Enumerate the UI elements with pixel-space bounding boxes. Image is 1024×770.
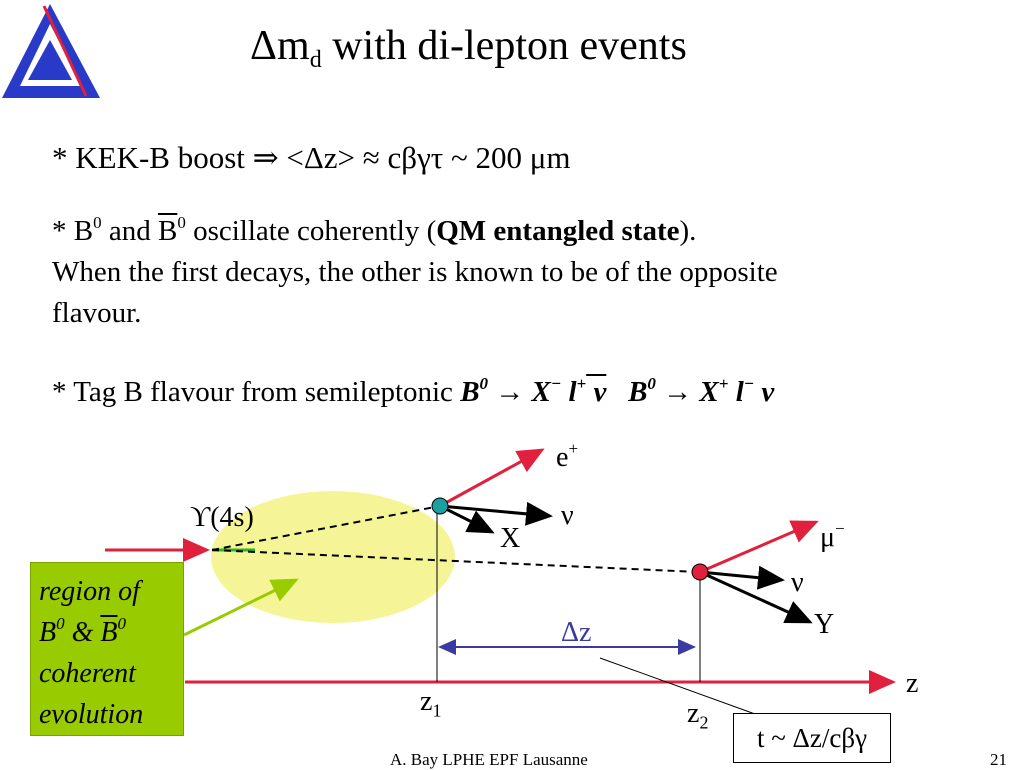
z-axis-label: z — [906, 668, 919, 699]
bullet2-text-d: ). — [679, 215, 697, 247]
y-label: Y — [814, 609, 835, 640]
formula-pointer — [599, 657, 756, 715]
decay2-nu: ν — [754, 376, 775, 408]
region-sup1: 0 — [56, 614, 65, 633]
e-plus-track — [439, 448, 545, 508]
decay2-l: l — [728, 376, 744, 408]
decay1-b: B — [460, 376, 480, 408]
title-delta-m: Δm — [250, 23, 310, 69]
decay2-xsup: + — [718, 374, 729, 393]
title-subscript: d — [309, 47, 322, 73]
b1-decay-vertex — [431, 497, 449, 515]
coherent-region-box: region of B0 & B0 coherent evolution — [30, 562, 184, 736]
bullet-boost: * KEK-B boost ⇒ <Δz> ≈ cβγτ ~ 200 μm — [52, 140, 571, 175]
upsilon-label: ϒ(4s) — [190, 502, 254, 533]
decay2-b: B — [628, 376, 648, 408]
z2-sub: 2 — [699, 712, 709, 733]
region-pointer-arrow — [183, 578, 299, 637]
bullet3-text: * Tag B flavour from semileptonic — [52, 376, 461, 408]
delta-z-label: Δz — [561, 617, 592, 648]
x-label: X — [500, 523, 521, 554]
z1-text: z — [420, 686, 433, 717]
text-line-first-decays: When the first decays, the other is know… — [52, 256, 778, 288]
decay1-sup: 0 — [479, 374, 489, 393]
region-amp: & — [64, 617, 101, 648]
decay1-rest: → X — [488, 376, 551, 408]
region-line-3: coherent — [39, 658, 136, 689]
nu2-track — [699, 565, 785, 590]
dashed-path-b1 — [211, 505, 441, 551]
bullet2-bold: QM entangled state — [436, 215, 680, 247]
bullet2-text-c: oscillate coherently ( — [185, 215, 437, 247]
decay1-xsup: − — [550, 374, 562, 393]
x-track — [439, 504, 495, 534]
region-bbar: B — [100, 617, 118, 648]
footer-text: A. Bay LPHE EPF Lausanne — [390, 750, 588, 769]
bullet2-sup2: 0 — [177, 213, 186, 232]
e-plus-label: e+ — [556, 439, 579, 474]
dashed-path-b2 — [211, 549, 699, 573]
nu1-label: ν — [561, 500, 574, 531]
decay2-sup: 0 — [647, 374, 656, 393]
page-title: Δmd with di-lepton events — [250, 22, 687, 74]
bullet2-bbar: B — [157, 215, 178, 247]
text-line-flavour: flavour. — [52, 297, 142, 329]
region-sup2: 0 — [117, 614, 127, 633]
z2-text: z — [687, 698, 700, 729]
z1-sub: 1 — [432, 700, 442, 721]
mu-minus-label: μ− — [820, 519, 845, 554]
lphe-logo — [2, 4, 100, 98]
z2-label: z2 — [687, 698, 708, 734]
region-line-2: B0 & B0 — [39, 612, 175, 653]
nu1-track — [439, 501, 553, 526]
z1-label: z1 — [420, 686, 441, 722]
b2-decay-vertex — [691, 563, 709, 581]
nu2-label: ν — [791, 567, 804, 598]
decay1-l: l — [561, 376, 577, 408]
region-b: B — [39, 617, 57, 648]
bullet2-text-a: * B — [52, 215, 94, 247]
bullet-tag-flavour: * Tag B flavour from semileptonic B0 → X… — [52, 374, 775, 409]
decay1-nubar: ν — [586, 376, 607, 408]
decay2-rest: → X — [655, 376, 719, 408]
bullet2-text-b: and — [101, 215, 158, 247]
time-formula-box: t ~ Δz/cβγ — [733, 713, 891, 763]
decay1-lsup: + — [576, 374, 587, 393]
y-track — [699, 570, 813, 624]
mu-sup: − — [835, 519, 845, 538]
decay2-lsup: − — [743, 374, 755, 393]
page-number: 21 — [990, 750, 1007, 769]
e-plus-sup: + — [568, 439, 579, 458]
mu-minus-track — [699, 520, 819, 574]
bullet-oscillate: * B0 and B0 oscillate coherently (QM ent… — [52, 213, 697, 248]
mu-text: μ — [820, 522, 836, 553]
title-rest: with di-lepton events — [321, 23, 687, 69]
bullet2-sup1: 0 — [93, 213, 102, 232]
region-line-1: region of — [39, 576, 140, 607]
e-plus-text: e — [556, 442, 569, 473]
region-line-4: evolution — [39, 699, 144, 730]
